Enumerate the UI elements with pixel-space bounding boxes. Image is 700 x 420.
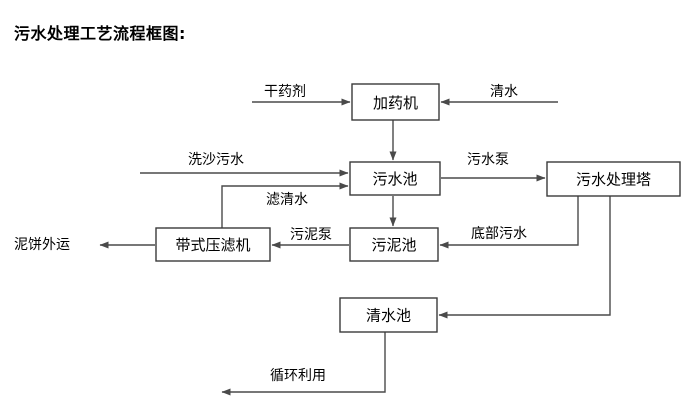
node-box-treatment-tower[interactable] [546, 161, 681, 197]
node-box-sludge-pool[interactable] [349, 227, 439, 262]
edge-label-sludge-pump: 污泥泵 [290, 227, 332, 243]
node-label-belt-filter-press: 带式压滤机 [175, 236, 250, 254]
edge-label-wastewater-pump: 污水泵 [467, 152, 509, 168]
node-box-dosing-machine[interactable] [351, 83, 440, 121]
node-box-belt-filter-press[interactable] [155, 227, 271, 262]
node-box-clear-water-pool[interactable] [339, 297, 438, 333]
edge-label-bottom-wastewater: 底部污水 [471, 226, 527, 242]
node-label-wastewater-pool: 污水池 [372, 170, 417, 188]
node-sludge-pool[interactable]: 污泥池 [349, 227, 439, 262]
node-label-sludge-pool: 污泥池 [371, 236, 416, 254]
page-title: 污水处理工艺流程框图: [14, 24, 186, 43]
node-clear-water-pool[interactable]: 清水池 [339, 297, 438, 333]
node-belt-filter-press[interactable]: 带式压滤机 [155, 227, 271, 262]
edge-label-recycling: 循环利用 [270, 368, 326, 384]
edge-belt-filter-press-to-wastewater-pool [221, 182, 349, 228]
node-label-treatment-tower: 污水处理塔 [576, 171, 651, 189]
edge-label-filtered-water: 滤清水 [266, 192, 308, 208]
node-dosing-machine[interactable]: 加药机 [351, 83, 440, 121]
edge-label-dry-chemical: 干药剂 [264, 84, 306, 100]
edge-treatment-tower-to-sludge-pool [439, 196, 579, 249]
node-wastewater-pool[interactable]: 污水池 [349, 161, 441, 196]
node-box-wastewater-pool[interactable] [349, 161, 441, 196]
node-label-clear-water-pool: 清水池 [366, 307, 411, 325]
node-label-dosing-machine: 加药机 [373, 94, 418, 112]
connector-lines [99, 98, 611, 396]
edge-treatment-tower-to-clear-water-pool [438, 196, 611, 319]
edge-label-sand-wash-water: 洗沙污水 [188, 152, 244, 168]
edge-label-clean-water: 清水 [490, 84, 518, 100]
edge-clear-water-pool-to-recycling [221, 332, 386, 396]
terminal-label-mud-cake-transport: 泥饼外运 [14, 237, 70, 253]
node-treatment-tower[interactable]: 污水处理塔 [546, 161, 681, 197]
